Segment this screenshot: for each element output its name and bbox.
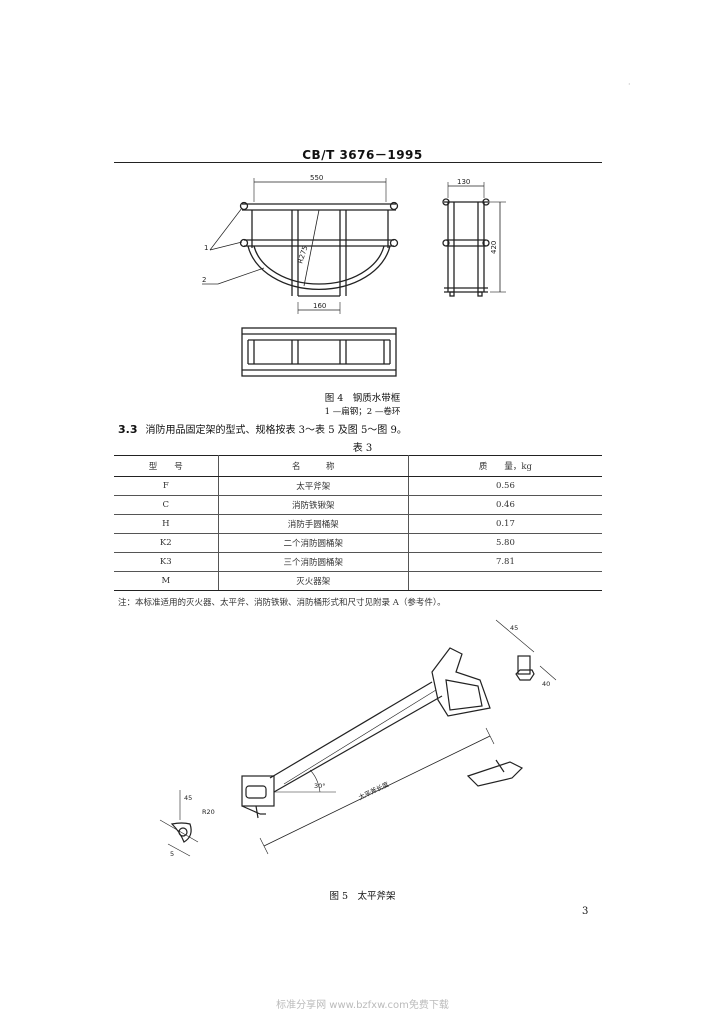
dim-depth-label: 130	[457, 178, 470, 186]
section-text: 消防用品固定架的型式、规格按表 3～表 5 及图 5～图 9。	[145, 425, 407, 436]
table-row: K2 二个消防圆桶架 5.80	[114, 533, 602, 553]
figure-4-caption: 图 4 钢质水带框	[324, 393, 401, 404]
dim-length-label: 太平斧长度	[357, 779, 391, 802]
cell-mass	[408, 571, 602, 591]
dim-d-label: 5	[170, 850, 174, 858]
table-row: H 消防手圆桶架 0.17	[114, 514, 602, 534]
dim-width-label: 550	[310, 174, 323, 182]
cell-model: F	[114, 476, 219, 496]
detail-top-right	[495, 619, 557, 681]
section-3-3: 3.3 消防用品固定架的型式、规格按表 3～表 5 及图 5～图 9。	[118, 421, 407, 436]
section-number: 3.3	[118, 423, 138, 436]
figure-5-caption: 图 5 太平斧架	[329, 891, 396, 902]
cell-mass: 5.80	[408, 533, 602, 553]
detail-right-clip	[466, 759, 524, 787]
angle-label: 30°	[314, 782, 326, 790]
dim-c-label: 45	[510, 624, 518, 632]
figure-4-top-view	[241, 327, 397, 377]
column-header-name: 名 称	[218, 455, 409, 477]
dim-r-label: R20	[202, 808, 215, 816]
footer-watermark: 标准分享网 www.bzfxw.com免费下载	[276, 1000, 449, 1011]
dim-b-label: 40	[542, 680, 550, 688]
figure-4-drawing: 550 160 R275 1 2 130 420	[202, 174, 506, 377]
dim-a-label: 45	[184, 794, 192, 802]
cell-mass: 0.17	[408, 514, 602, 534]
figure-4-front-view	[202, 178, 399, 314]
cell-model: C	[114, 495, 219, 515]
cell-name: 二个消防圆桶架	[218, 533, 409, 553]
table-note: 注：本标准适用的灭火器、太平斧、消防铁锹、消防桶形式和尺寸见附录 A（参考件）。	[118, 598, 446, 608]
axe-handle	[269, 681, 443, 793]
column-header-mass: 质 量，kg	[408, 455, 602, 477]
dim-bottom-label: 160	[313, 302, 326, 310]
page-number: 3	[582, 906, 589, 917]
cell-model: K2	[114, 533, 219, 553]
cell-model: K3	[114, 552, 219, 572]
cell-name: 消防铁锹架	[218, 495, 409, 515]
document-header: CB/T 3676－1995	[302, 148, 423, 162]
table-3-title: 表 3	[352, 443, 373, 454]
header-rule	[114, 162, 602, 163]
cell-name: 消防手圆桶架	[218, 514, 409, 534]
callout-1: 1	[204, 244, 208, 252]
cell-mass: 0.56	[408, 476, 602, 496]
table-row: M 灭火器架	[114, 571, 602, 591]
cell-mass: 0.46	[408, 495, 602, 515]
column-header-model: 型 号	[114, 455, 219, 477]
detail-left	[159, 790, 199, 857]
margin-mark: ·	[628, 80, 631, 89]
cell-name: 太平斧架	[218, 476, 409, 496]
cell-model: H	[114, 514, 219, 534]
cell-mass: 7.81	[408, 552, 602, 572]
dim-height-label: 420	[490, 241, 498, 254]
table-row: F 太平斧架 0.56	[114, 476, 602, 496]
axe-head	[431, 647, 491, 717]
figure-4-legend: 1 —扁钢；2 —卷环	[324, 407, 401, 417]
table-row: C 消防铁锹架 0.46	[114, 495, 602, 515]
lower-bracket	[241, 775, 275, 819]
figure-4-side-view	[442, 182, 506, 297]
table-row: K3 三个消防圆桶架 7.81	[114, 552, 602, 572]
cell-name: 灭火器架	[218, 571, 409, 591]
callout-2: 2	[202, 276, 206, 284]
table-3: 型 号 名 称 质 量，kg F 太平斧架 0.56 C 消防铁锹架 0.46 …	[114, 455, 602, 591]
cell-name: 三个消防圆桶架	[218, 552, 409, 572]
cell-model: M	[114, 571, 219, 591]
figure-5-drawing: 30° 太平斧长度 R20 45 40 45 5	[159, 619, 557, 858]
table-header-row: 型 号 名 称 质 量，kg	[114, 455, 602, 477]
